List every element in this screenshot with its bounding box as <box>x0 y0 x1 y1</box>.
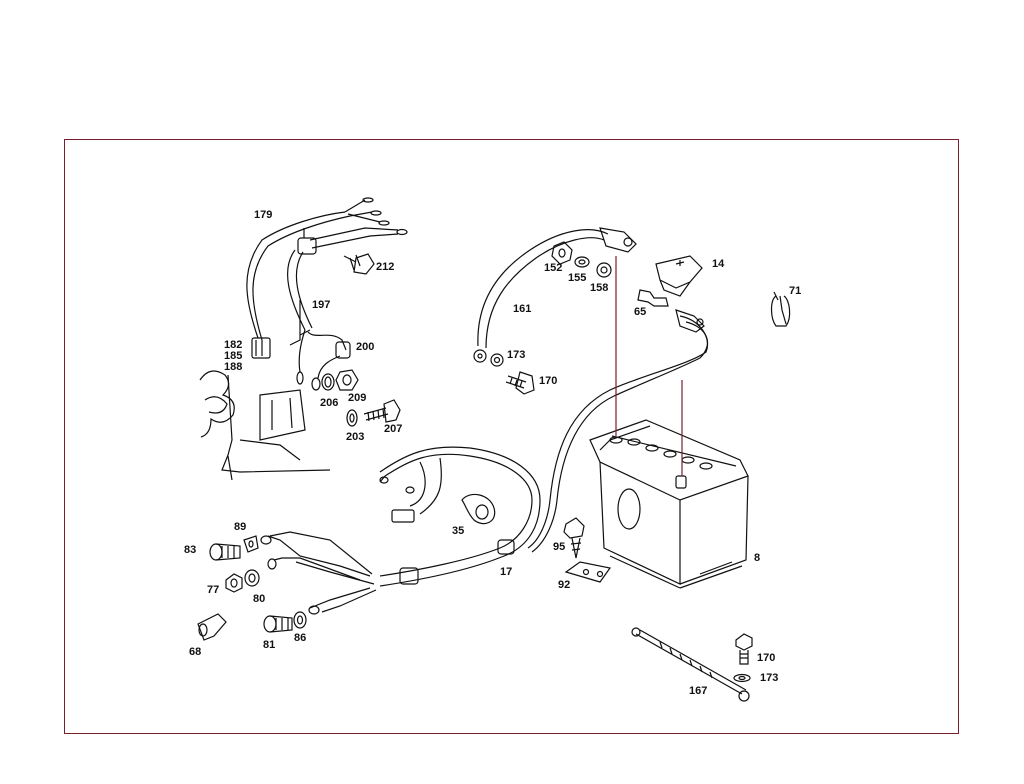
diagram-frame <box>64 139 959 734</box>
callout-92: 92 <box>558 579 570 591</box>
washer-155 <box>574 256 590 268</box>
bolt-170-bottom <box>735 633 753 665</box>
bolt-170-top <box>505 371 535 395</box>
callout-152: 152 <box>544 262 562 274</box>
bolt-207 <box>363 399 401 423</box>
callout-207: 207 <box>384 423 402 435</box>
connector-182 <box>251 337 271 359</box>
bolt-81 <box>263 615 293 633</box>
washer-173-top <box>490 353 504 367</box>
callout-206: 206 <box>320 397 338 409</box>
callout-71: 71 <box>789 285 801 297</box>
callout-35: 35 <box>452 525 464 537</box>
callout-185: 185 <box>224 350 242 362</box>
positive-cable <box>527 309 709 553</box>
callout-68: 68 <box>189 646 201 658</box>
callout-77: 77 <box>207 584 219 596</box>
callout-86: 86 <box>294 632 306 644</box>
main-harness-17 <box>260 446 541 615</box>
callout-81: 81 <box>263 639 275 651</box>
terminal-cover-14 <box>655 255 703 297</box>
bracket-92 <box>564 561 612 583</box>
callout-80: 80 <box>253 593 265 605</box>
washer-203 <box>346 409 358 427</box>
callout-14: 14 <box>712 258 725 270</box>
nut-77 <box>225 573 243 593</box>
ground-strap-167 <box>631 627 750 702</box>
callout-197: 197 <box>312 299 330 311</box>
callout-209: 209 <box>348 392 366 404</box>
callout-158: 158 <box>590 282 608 294</box>
callout-173-bottom: 173 <box>760 672 778 684</box>
callout-89: 89 <box>234 521 246 533</box>
nut-206 <box>321 373 335 391</box>
grommet-35 <box>461 493 496 525</box>
callout-203: 203 <box>346 431 364 443</box>
callout-182: 182 <box>224 339 242 351</box>
callout-83: 83 <box>184 544 196 556</box>
clamp-65 <box>637 289 669 307</box>
callout-170-top: 170 <box>539 375 557 387</box>
wiring-harness-179 <box>246 197 390 341</box>
nut-209 <box>335 369 359 391</box>
callout-17: 17 <box>500 566 512 578</box>
callout-167: 167 <box>689 685 707 697</box>
bolt-212 <box>343 253 375 275</box>
callout-161: 161 <box>513 303 531 315</box>
washer-173-bottom <box>733 673 751 683</box>
callout-65: 65 <box>634 306 646 318</box>
callout-95: 95 <box>553 541 565 553</box>
callout-200: 200 <box>356 341 374 353</box>
callout-170-bottom: 170 <box>757 652 775 664</box>
callout-labels: 179 212 197 182 185 188 200 206 209 203 … <box>184 209 801 697</box>
washer-89 <box>243 535 259 553</box>
callout-173-top: 173 <box>507 349 525 361</box>
washer-86 <box>293 611 307 629</box>
battery-cable-161 <box>473 227 637 363</box>
nut-152 <box>551 241 573 265</box>
clip-71 <box>770 291 791 327</box>
callout-212: 212 <box>376 261 394 273</box>
callout-8: 8 <box>754 552 760 564</box>
callout-179: 179 <box>254 209 272 221</box>
callout-188: 188 <box>224 361 242 373</box>
cap-68 <box>197 613 227 641</box>
bolt-95 <box>563 517 585 559</box>
engine-block-illustration <box>199 300 331 481</box>
wiring-harness-197 <box>287 227 408 391</box>
washer-80 <box>244 569 260 587</box>
washer-158 <box>596 262 612 278</box>
callout-155: 155 <box>568 272 586 284</box>
battery-8 <box>589 256 749 589</box>
bolt-83 <box>209 543 241 561</box>
